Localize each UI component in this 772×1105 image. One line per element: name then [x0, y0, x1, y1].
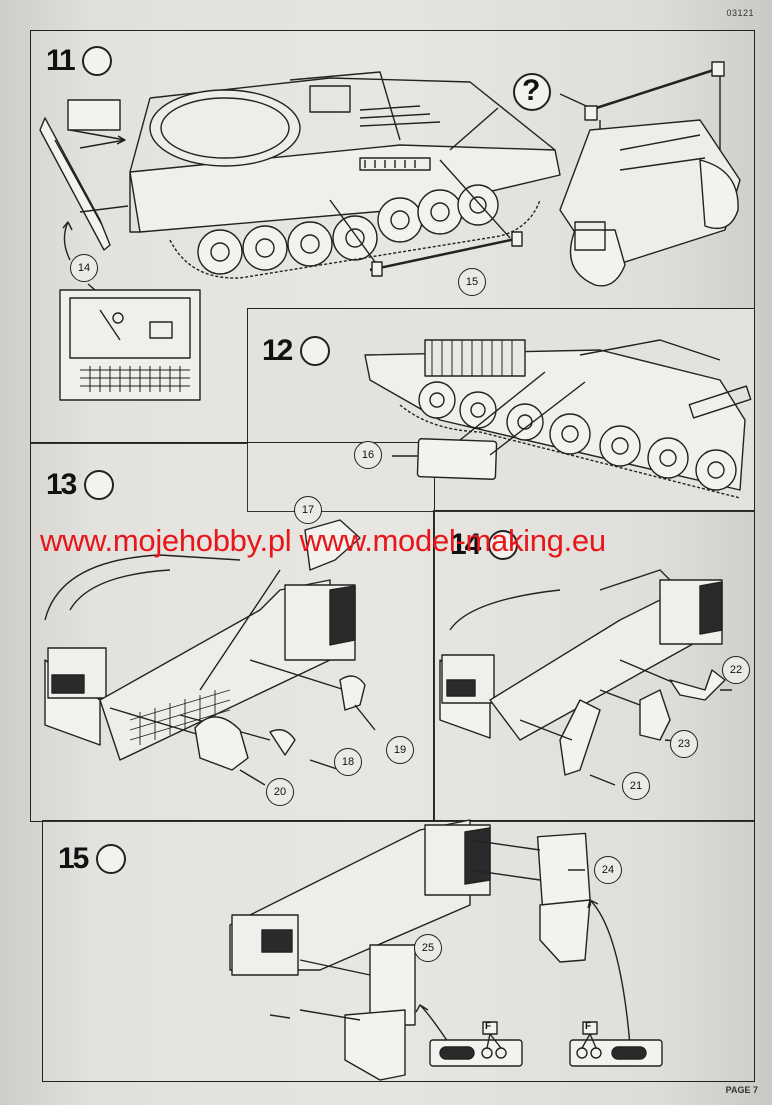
- glue-icon: [84, 470, 114, 500]
- part-callout: 23: [670, 730, 698, 758]
- question-mark-icon: [513, 73, 551, 111]
- part-callout: 25: [414, 934, 442, 962]
- watermark-text: www.mojehobby.pl www.model-making.eu: [40, 523, 606, 558]
- sheet-code: 03121: [726, 8, 754, 18]
- glue-icon: [96, 844, 126, 874]
- glue-icon: [488, 530, 518, 560]
- part-callout: 22: [722, 656, 750, 684]
- part-callout: 14: [70, 254, 98, 282]
- part-callout: 24: [594, 856, 622, 884]
- glue-icon: [82, 46, 112, 76]
- part-callout: 21: [622, 772, 650, 800]
- part-callout: 16: [354, 441, 382, 469]
- part-callout: 15: [458, 268, 486, 296]
- step-number: 13: [46, 468, 77, 501]
- part-callout: 19: [386, 736, 414, 764]
- glue-icon: [300, 336, 330, 366]
- step-number: 14: [450, 528, 481, 561]
- question-mark-label: ?: [522, 74, 541, 107]
- page-number: PAGE 7: [725, 1085, 758, 1095]
- step-number: 11: [46, 44, 76, 77]
- part-callout: 20: [266, 778, 294, 806]
- part-callout: 17: [294, 496, 322, 524]
- step-number: 15: [58, 842, 89, 875]
- option-label: F: [485, 1021, 492, 1032]
- option-label: F: [585, 1021, 592, 1032]
- step-number: 12: [262, 334, 293, 367]
- part-callout: 18: [334, 748, 362, 776]
